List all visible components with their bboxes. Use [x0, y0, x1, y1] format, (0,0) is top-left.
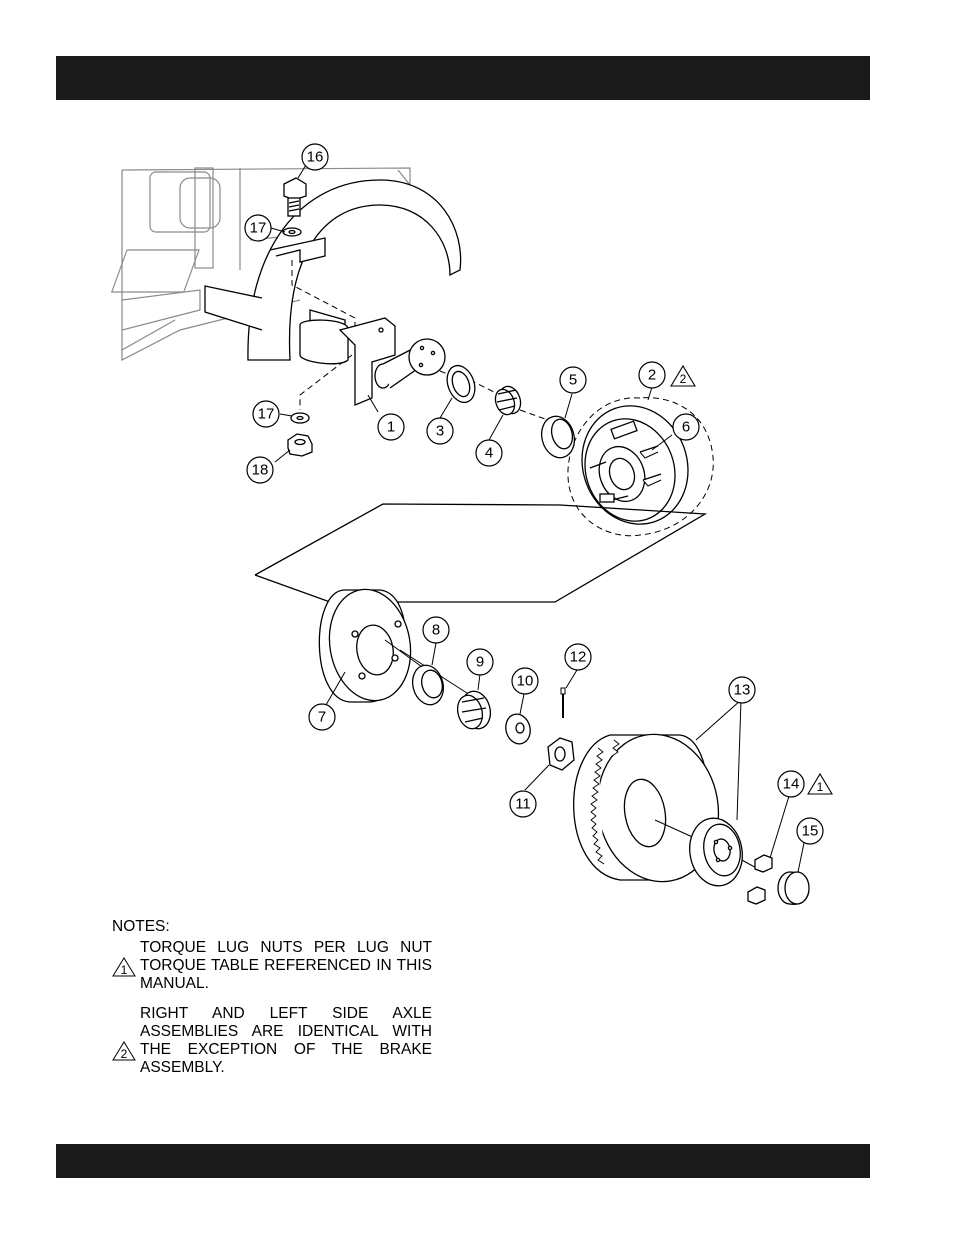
svg-text:11: 11	[515, 796, 531, 813]
footer-bar	[56, 1144, 870, 1178]
seal-bearing-cup	[442, 362, 579, 462]
callout-6: 6	[673, 414, 699, 440]
svg-text:1: 1	[387, 419, 395, 436]
svg-text:10: 10	[517, 673, 534, 690]
callout-12: 12	[565, 644, 591, 670]
svg-text:1: 1	[817, 780, 824, 794]
svg-text:4: 4	[485, 445, 493, 462]
notes-section: NOTES: 1 TORQUE LUG NUTS PER LUG NUT TOR…	[112, 918, 432, 1089]
notes-title: NOTES:	[112, 918, 432, 936]
axle-spindle-1	[300, 310, 445, 405]
note-2-triangle-icon: 2	[671, 366, 695, 386]
callout-8: 8	[423, 617, 449, 643]
svg-text:17: 17	[258, 406, 275, 423]
brake-assembly-2	[566, 391, 705, 539]
callout-7: 7	[309, 704, 335, 730]
warning-triangle-icon: 1	[112, 957, 136, 977]
svg-text:3: 3	[436, 423, 444, 440]
leader-lines	[271, 165, 804, 872]
callout-18: 18	[247, 457, 273, 483]
callout-17-upper: 17	[245, 215, 271, 241]
callout-15: 15	[797, 818, 823, 844]
callout-4: 4	[476, 440, 502, 466]
svg-text:9: 9	[476, 654, 484, 671]
note-1-triangle-icon: 1	[808, 774, 832, 794]
svg-text:8: 8	[432, 622, 440, 639]
callout-3: 3	[427, 418, 453, 444]
callout-13: 13	[729, 677, 755, 703]
svg-text:15: 15	[802, 823, 819, 840]
callout-9: 9	[467, 649, 493, 675]
svg-text:5: 5	[569, 372, 577, 389]
note-2: 2 RIGHT AND LEFT SIDE AXLE ASSEMBLIES AR…	[112, 1005, 432, 1077]
svg-text:1: 1	[121, 963, 128, 977]
svg-text:2: 2	[648, 367, 656, 384]
warning-triangle-icon: 2	[112, 1041, 136, 1061]
callout-14: 14	[778, 771, 804, 797]
svg-text:14: 14	[783, 776, 800, 793]
note-1-text: TORQUE LUG NUTS PER LUG NUT TORQUE TABLE…	[140, 939, 432, 993]
callout-1: 1	[378, 414, 404, 440]
note-2-text: RIGHT AND LEFT SIDE AXLE ASSEMBLIES ARE …	[140, 1005, 432, 1077]
svg-text:18: 18	[252, 462, 269, 479]
callout-2: 2	[639, 362, 665, 388]
callout-10: 10	[512, 668, 538, 694]
callout-16: 16	[302, 144, 328, 170]
svg-text:17: 17	[250, 220, 267, 237]
callout-5: 5	[560, 367, 586, 393]
svg-text:6: 6	[682, 419, 690, 436]
svg-text:16: 16	[307, 149, 324, 166]
svg-text:13: 13	[734, 682, 751, 699]
hub-parts-8-12	[408, 662, 574, 770]
svg-text:2: 2	[121, 1047, 128, 1061]
svg-text:7: 7	[318, 709, 326, 726]
callout-17-lower: 17	[253, 401, 279, 427]
callout-11: 11	[510, 791, 536, 817]
svg-text:12: 12	[570, 649, 587, 666]
tire-13	[574, 725, 760, 892]
note-1: 1 TORQUE LUG NUTS PER LUG NUT TORQUE TAB…	[112, 939, 432, 993]
svg-text:2: 2	[680, 372, 687, 386]
washer-nut-17-18	[288, 413, 312, 456]
